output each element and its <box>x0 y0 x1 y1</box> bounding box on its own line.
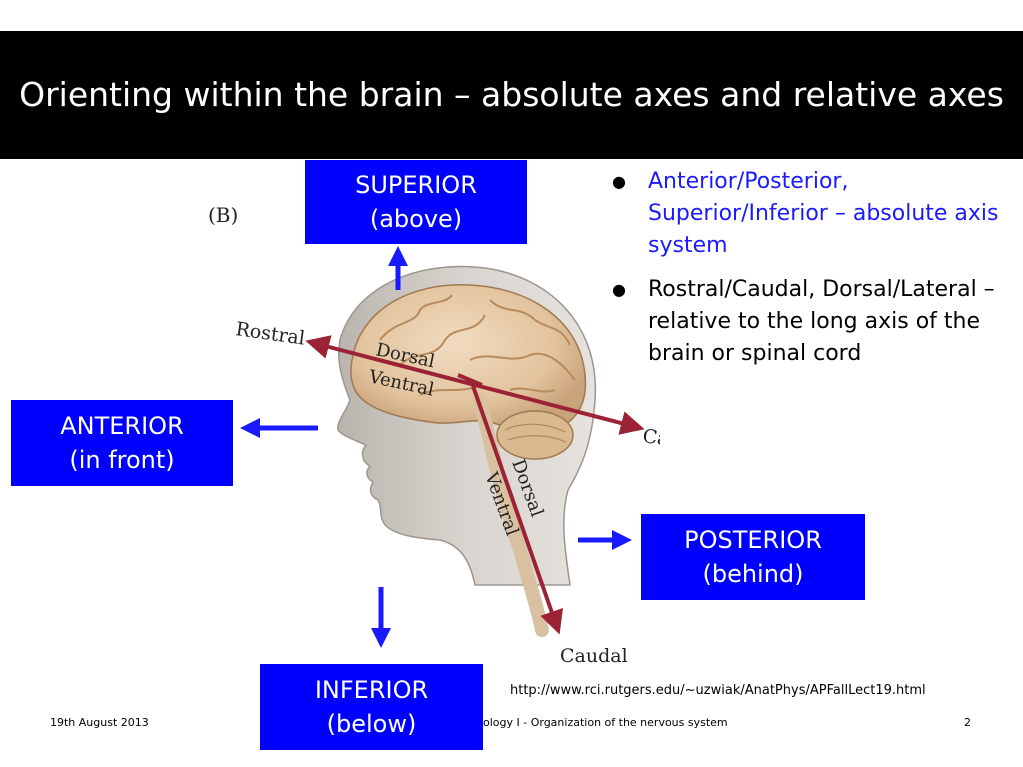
inferior-word: INFERIOR <box>314 676 429 704</box>
label-rostral: Rostral <box>234 318 306 349</box>
footer-course-title: ology I - Organization of the nervous sy… <box>483 716 728 729</box>
bullet-text: Rostral/Caudal, Dorsal/Lateral – relativ… <box>648 277 995 366</box>
anterior-meaning: (in front) <box>69 446 175 474</box>
label-caudal-cord: Caudal <box>560 645 628 667</box>
posterior-box: POSTERIOR (behind) <box>641 514 865 600</box>
inferior-box: INFERIOR (below) <box>260 664 483 750</box>
bullet-dot-icon: ● <box>612 280 626 299</box>
superior-box: SUPERIOR (above) <box>305 160 527 244</box>
cerebellum <box>496 410 574 460</box>
page-number: 2 <box>964 716 971 729</box>
spinal-axis <box>471 385 564 635</box>
bullet-item-absolute-axes: ● Anterior/Posterior, Superior/Inferior … <box>612 166 1012 262</box>
anterior-word: ANTERIOR <box>60 412 184 440</box>
panel-label: (B) <box>208 203 238 227</box>
rostral-caudal-axis <box>305 335 645 435</box>
bullet-list: ● Anterior/Posterior, Superior/Inferior … <box>612 166 1012 382</box>
posterior-word: POSTERIOR <box>684 526 822 554</box>
inferior-meaning: (below) <box>326 710 417 738</box>
source-url[interactable]: http://www.rci.rutgers.edu/~uzwiak/AnatP… <box>510 683 926 698</box>
posterior-meaning: (behind) <box>702 560 804 588</box>
brain-axes-figure: (B) Rostral Caudal Dorsal Ventral Dorsal… <box>208 203 660 667</box>
bullet-text: Anterior/Posterior, Superior/Inferior – … <box>648 169 999 258</box>
superior-meaning: (above) <box>369 205 463 233</box>
dorsal-ventral-brain-axis <box>457 373 483 387</box>
superior-word: SUPERIOR <box>355 171 477 199</box>
footer-date: 19th August 2013 <box>50 716 149 729</box>
label-caudal-brain: Caudal <box>641 425 660 456</box>
anterior-box: ANTERIOR (in front) <box>11 400 233 486</box>
bullet-dot-icon: ● <box>612 172 626 191</box>
bullet-item-relative-axes: ● Rostral/Caudal, Dorsal/Lateral – relat… <box>612 274 1012 370</box>
slide-title: Orienting within the brain – absolute ax… <box>0 31 1023 159</box>
